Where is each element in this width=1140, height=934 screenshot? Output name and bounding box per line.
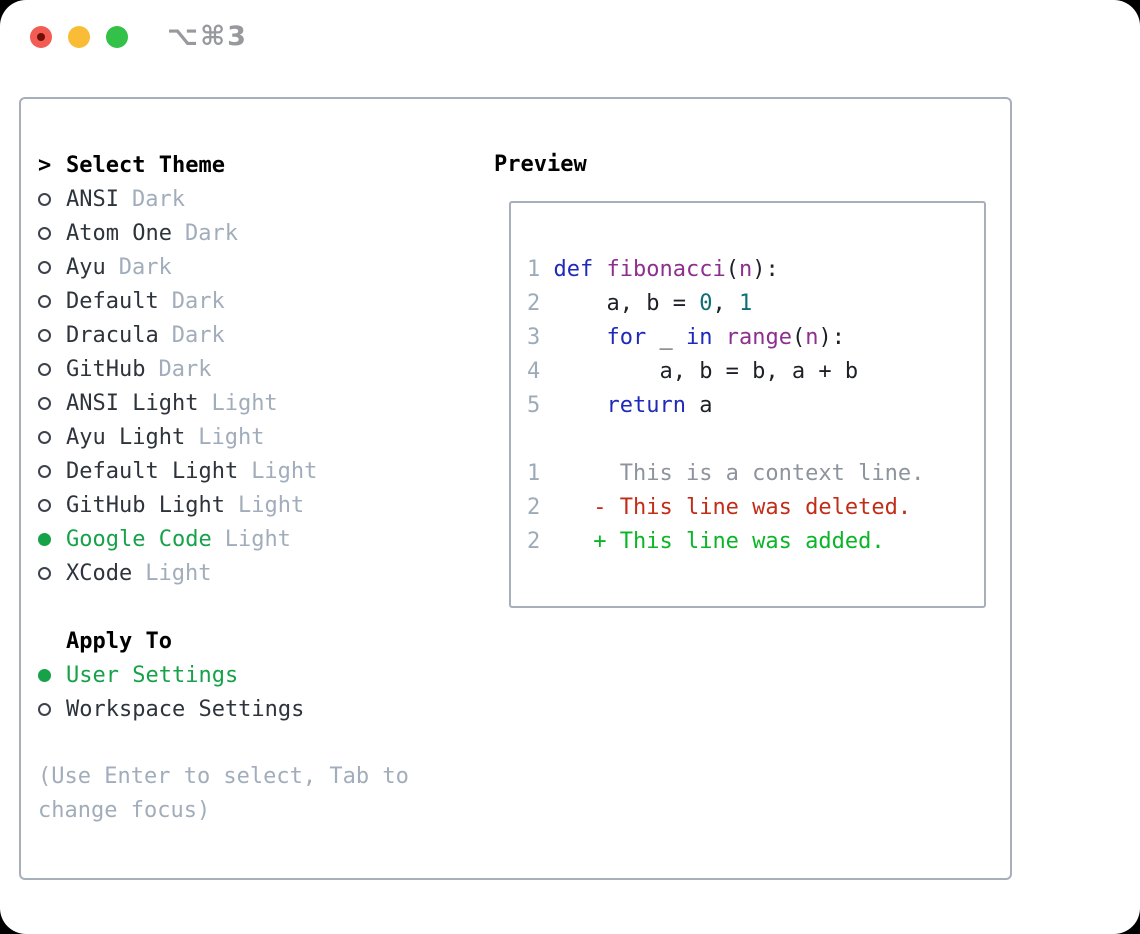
focus-arrow-icon: >	[38, 152, 52, 178]
radio-icon	[38, 362, 51, 376]
theme-option-label: Ayu Light	[66, 424, 186, 450]
preview-code-box: 1 def fibonacci(n): 2 a, b = 0, 1 3 for _ …	[509, 201, 986, 608]
radio-icon	[38, 294, 51, 308]
theme-option-label: XCode	[66, 560, 133, 586]
theme-option-github[interactable]: GitHub Dark	[38, 352, 409, 386]
apply-to-header: Apply To	[38, 624, 409, 658]
theme-variant-tag: Dark	[158, 356, 212, 382]
apply-option-label: User Settings	[66, 662, 239, 688]
theme-variant-tag: Light	[251, 458, 318, 484]
theme-option-label: GitHub	[66, 356, 146, 382]
theme-option-github-light[interactable]: GitHub Light Light	[38, 488, 409, 522]
theme-option-label: Default Light	[66, 458, 239, 484]
theme-option-label: Google Code	[66, 526, 212, 552]
theme-option-label: Default	[66, 288, 159, 314]
apply-option-user-settings[interactable]: User Settings	[38, 658, 409, 692]
theme-variant-tag: Light	[145, 560, 212, 586]
theme-option-xcode[interactable]: XCode Light	[38, 556, 409, 590]
radio-icon	[38, 192, 51, 206]
help-text-line-1: (Use Enter to select, Tab to	[38, 764, 409, 789]
theme-option-default-light[interactable]: Default Light Light	[38, 454, 409, 488]
preview-diff-line-1: 1 This is a context line.	[527, 461, 925, 486]
apply-option-label: Workspace Settings	[66, 696, 305, 722]
help-text-line-2: change focus)	[38, 798, 211, 823]
theme-option-default[interactable]: Default Dark	[38, 284, 409, 318]
theme-option-label: Ayu	[66, 254, 106, 280]
theme-variant-tag: Light	[237, 492, 305, 518]
theme-option-ansi-light[interactable]: ANSI Light Light	[38, 386, 409, 420]
spacer	[38, 590, 409, 624]
preview-code-line-2: 2 a, b = 0, 1	[527, 291, 753, 316]
theme-option-atom-one[interactable]: Atom One Dark	[38, 216, 409, 250]
theme-option-ansi[interactable]: ANSI Dark	[38, 182, 409, 216]
theme-option-label: ANSI	[66, 186, 119, 212]
radio-icon	[38, 566, 51, 580]
apply-option-workspace-settings[interactable]: Workspace Settings	[38, 692, 409, 726]
preview-diff-line-2: 2 - This line was deleted.	[527, 495, 912, 520]
radio-selected-icon	[38, 532, 51, 546]
theme-option-label: ANSI Light	[66, 390, 199, 416]
preview-code-line-5: 5 return a	[527, 393, 713, 418]
preview-diff-line-3: 2 + This line was added.	[527, 529, 885, 554]
theme-option-label: Dracula	[66, 322, 159, 348]
maximize-button[interactable]	[106, 26, 128, 48]
theme-variant-tag: Dark	[184, 220, 238, 246]
radio-selected-icon	[38, 668, 51, 682]
theme-option-ayu[interactable]: Ayu Dark	[38, 250, 409, 284]
radio-icon	[38, 702, 51, 716]
theme-option-dracula[interactable]: Dracula Dark	[38, 318, 409, 352]
theme-option-ayu-light[interactable]: Ayu Light Light	[38, 420, 409, 454]
radio-icon	[38, 396, 51, 410]
preview-code-line-4: 4 a, b = b, a + b	[527, 359, 859, 384]
preview-code-line-3: 3 for _ in range(n):	[527, 325, 845, 350]
theme-variant-tag: Dark	[171, 288, 225, 314]
radio-icon	[38, 464, 51, 478]
preview-title: Preview	[494, 152, 587, 177]
theme-variant-tag: Light	[224, 526, 291, 552]
theme-list-header: > Select Theme	[38, 148, 409, 182]
preview-code-line-1: 1 def fibonacci(n):	[527, 257, 779, 282]
preview-blank-line	[527, 423, 984, 457]
spacer	[38, 726, 409, 760]
radio-icon	[38, 260, 51, 274]
theme-variant-tag: Light	[211, 390, 278, 416]
theme-variant-tag: Dark	[131, 186, 185, 212]
minimize-button[interactable]	[68, 26, 90, 48]
theme-variant-tag: Dark	[171, 322, 225, 348]
radio-icon	[38, 498, 51, 512]
theme-list-title: Select Theme	[66, 152, 225, 178]
theme-option-label: GitHub Light	[66, 492, 225, 518]
theme-option-label: Atom One	[66, 220, 172, 246]
close-button[interactable]	[30, 26, 52, 48]
window-title-shortcut: ⌥⌘3	[167, 21, 248, 52]
theme-option-google-code[interactable]: Google Code Light	[38, 522, 409, 556]
theme-variant-tag: Light	[198, 424, 265, 450]
radio-icon	[38, 430, 51, 444]
theme-variant-tag: Dark	[118, 254, 172, 280]
radio-icon	[38, 328, 51, 342]
apply-to-title: Apply To	[66, 628, 172, 654]
radio-icon	[38, 226, 51, 240]
